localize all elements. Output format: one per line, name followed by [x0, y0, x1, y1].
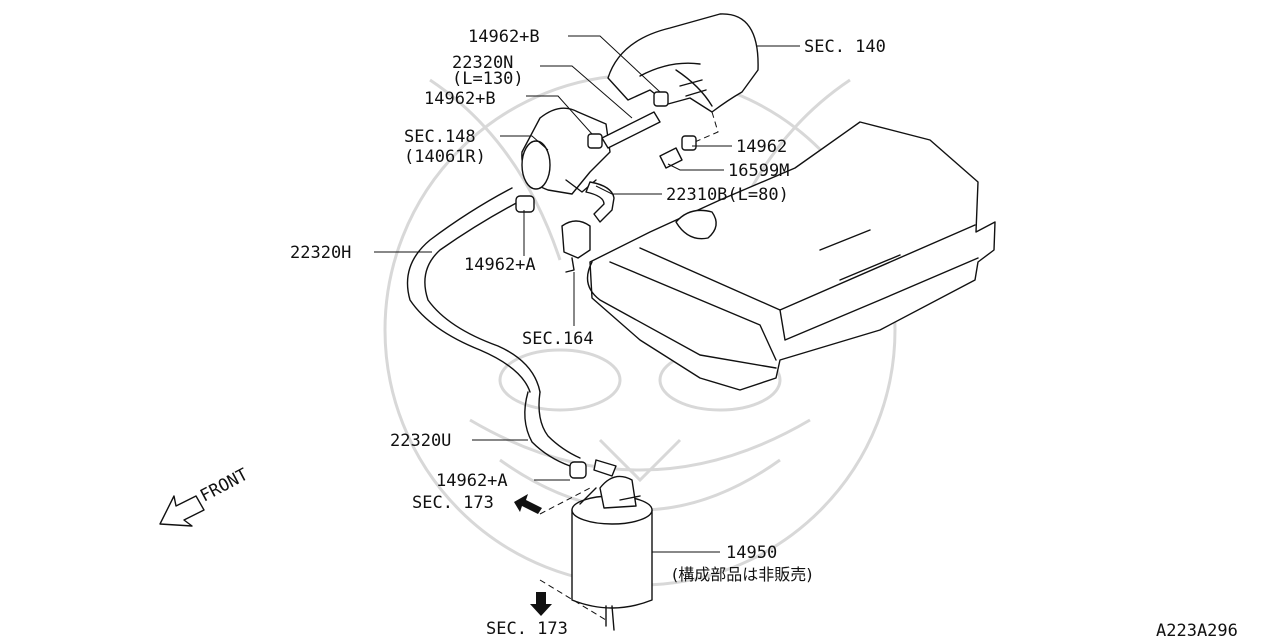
- label-14950-note: (構成部品は非販売): [672, 565, 813, 584]
- label-22320n: 22320N: [452, 53, 513, 73]
- engine-block: [586, 121, 996, 391]
- leader-lines: [374, 35, 800, 553]
- label-22320n-length: (L=130): [452, 69, 524, 89]
- label-14962a-lower: 14962+A: [436, 471, 508, 491]
- label-22310b: 22310B(L=80): [666, 185, 789, 205]
- label-14962b-mid: 14962+B: [424, 89, 496, 109]
- diagram-code: A223A296: [1156, 621, 1238, 639]
- label-sec164: SEC.164: [522, 329, 594, 349]
- sec173-lower-arrow: [530, 592, 552, 616]
- label-22320h: 22320H: [290, 243, 351, 263]
- label-16599m: 16599M: [728, 161, 789, 181]
- front-arrow: [159, 495, 205, 527]
- label-sec173-lower: SEC. 173: [486, 619, 568, 639]
- label-14962a-upper: 14962+A: [464, 255, 536, 275]
- label-14950: 14950: [726, 543, 777, 563]
- label-22320u: 22320U: [390, 431, 451, 451]
- label-front: FRONT: [197, 465, 252, 507]
- label-14962: 14962: [736, 137, 787, 157]
- throttle-body: [521, 107, 611, 195]
- label-sec173-upper: SEC. 173: [412, 493, 494, 513]
- label-sec148: SEC.148: [404, 127, 476, 147]
- hose-22320u: [524, 391, 617, 479]
- label-sec148-ref: (14061R): [404, 147, 486, 167]
- label-sec140: SEC. 140: [804, 37, 886, 57]
- canister: [571, 475, 653, 631]
- hose-22320h: [406, 187, 541, 393]
- dashed-connectors: [539, 487, 607, 621]
- label-14962b-top: 14962+B: [468, 27, 540, 47]
- sec173-upper-arrow: [514, 494, 542, 514]
- air-duct: [607, 13, 759, 145]
